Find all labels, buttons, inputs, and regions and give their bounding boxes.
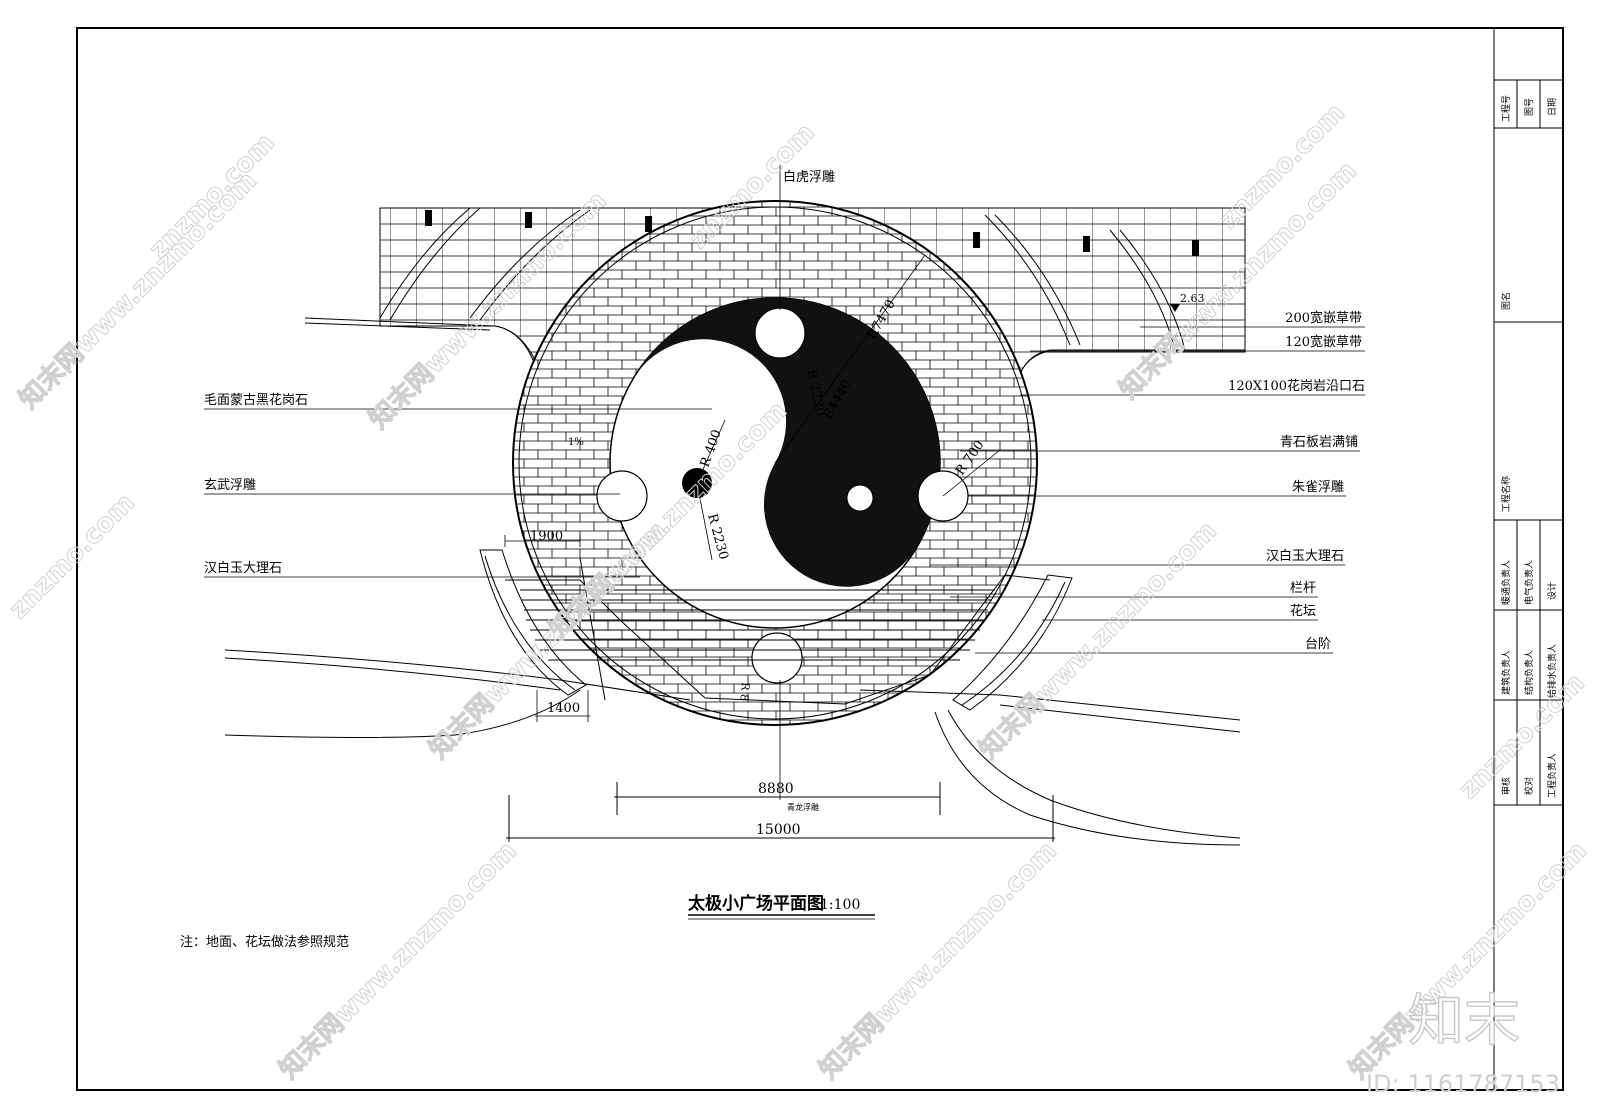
- label-bluestone: 青石板岩满铺: [1280, 435, 1358, 450]
- tb-role-a2: 电气负责人: [1523, 560, 1535, 605]
- tb-drawing-no: 图号: [1524, 98, 1535, 116]
- brand-watermark: 知末: [1408, 989, 1520, 1054]
- drawing-scale: 1:100: [820, 897, 860, 913]
- label-black-tortoise: 玄武浮雕: [204, 478, 256, 493]
- dim-slope: 1%: [568, 437, 584, 448]
- label-planter: 花坛: [1290, 603, 1316, 619]
- dim-r8: R 8: [737, 682, 752, 702]
- left-labels: 毛面蒙古黑花岗石 玄武浮雕 汉白玉大理石: [204, 392, 308, 576]
- tb-role-c1: 审核: [1500, 777, 1512, 795]
- wm-10: znzmo.com: [4, 488, 141, 625]
- tb-role-b3: 给排水负责人: [1546, 644, 1558, 698]
- label-white-tiger: 白虎浮雕: [783, 169, 835, 185]
- title-block: [1493, 28, 1563, 1090]
- dim-8880: 8880: [758, 781, 794, 797]
- dim-1900: 1900: [530, 529, 563, 544]
- azure-dragon-relief: [751, 632, 803, 684]
- tb-role-a1: 暖通负责人: [1500, 560, 1512, 605]
- label-azure-dragon: 青龙浮雕: [787, 802, 819, 812]
- tb-role-a3: 设计: [1546, 582, 1558, 600]
- elevation-value: 2.63: [1180, 292, 1205, 305]
- label-marble-left: 汉白玉大理石: [204, 560, 282, 576]
- tb-date: 日期: [1547, 98, 1558, 116]
- label-vermilion-bird: 朱雀浮雕: [1292, 480, 1344, 495]
- tb-role-c3: 工程负责人: [1546, 753, 1558, 798]
- yin-eye: [846, 484, 874, 512]
- black-tortoise-relief: [596, 470, 648, 522]
- dim-1400: 1400: [547, 701, 580, 716]
- taiji-yin: [632, 298, 940, 587]
- wm-14: znzmo.com: [1454, 668, 1591, 805]
- tb-project-name: 工程名称: [1500, 476, 1512, 512]
- small-dims: [504, 535, 590, 722]
- label-railing: 栏杆: [1290, 581, 1316, 596]
- left-leaders: [204, 408, 712, 578]
- label-marble-right: 汉白玉大理石: [1266, 548, 1344, 564]
- wm-11: 知末网www.znzmo.com: [274, 836, 523, 1085]
- drawing-title: 太极小广场平面图: [688, 893, 824, 914]
- title-block-text: 工程号 图号 日期 图名 工程名称 暖通负责人 电气负责人 设计 建筑负责人 结…: [1500, 95, 1558, 798]
- tb-project-no: 工程号: [1501, 95, 1512, 122]
- sheet-border: [76, 27, 1564, 1091]
- label-grass-120: 120宽嵌草带: [1285, 334, 1362, 350]
- tb-role-b2: 结构负责人: [1523, 650, 1535, 695]
- note: 注：地面、花坛做法参照规范: [180, 934, 349, 950]
- label-edge-stone: 120X100花岗岩沿口石: [1228, 378, 1365, 394]
- tb-drawing-name: 图名: [1500, 292, 1512, 310]
- right-leaders: [930, 326, 1365, 654]
- wm-2: 知末网www.znzmo.com: [14, 166, 263, 415]
- left-path: [304, 317, 534, 361]
- radius-lines: [696, 165, 1001, 800]
- dim-15000: 15000: [756, 822, 801, 838]
- ground-lines: [224, 649, 1241, 846]
- id-watermark: ID: 1161787153: [1366, 1070, 1560, 1098]
- main-dims: [506, 782, 1055, 842]
- tb-role-b1: 建筑负责人: [1500, 650, 1512, 695]
- tb-role-c2: 校对: [1523, 777, 1535, 795]
- label-granite: 毛面蒙古黑花岗石: [204, 392, 308, 408]
- white-tiger-relief: [754, 307, 806, 359]
- label-grass-200: 200宽嵌草带: [1285, 310, 1362, 326]
- wm-12: 知末网www.znzmo.com: [814, 836, 1063, 1085]
- label-steps: 台阶: [1305, 637, 1331, 652]
- right-labels: 200宽嵌草带 120宽嵌草带 120X100花岗岩沿口石 青石板岩满铺 朱雀浮…: [1228, 310, 1365, 652]
